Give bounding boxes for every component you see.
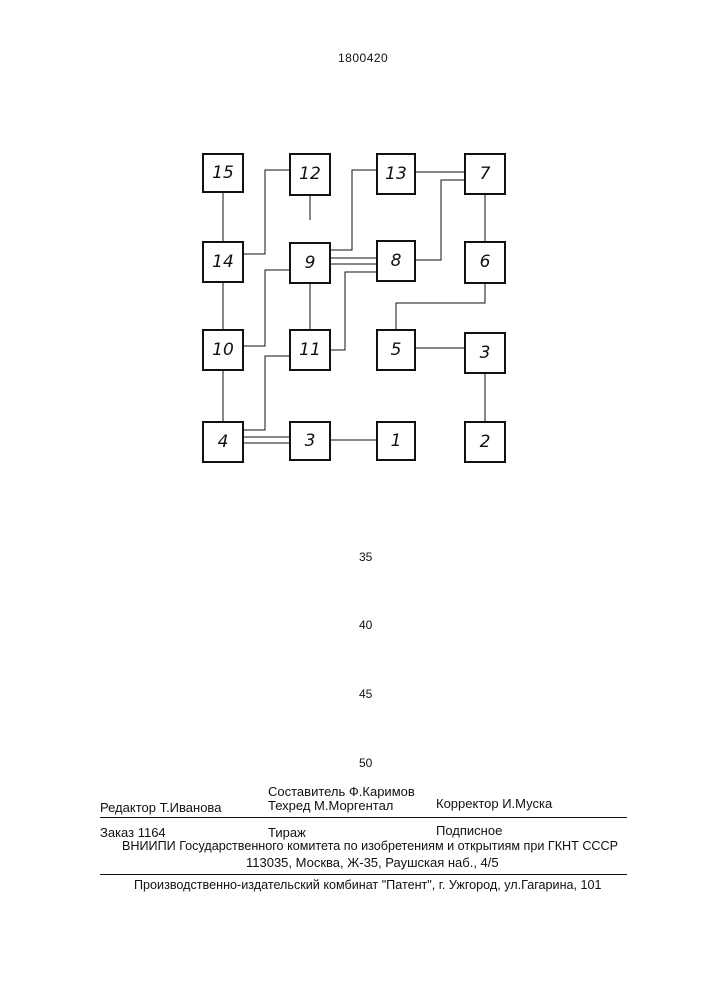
block-6: 6 (465, 242, 505, 283)
line-number: 45 (359, 688, 372, 700)
wire-9-13 (330, 170, 377, 250)
block-14: 14 (203, 242, 243, 282)
svg-text:6: 6 (480, 252, 491, 272)
svg-text:9: 9 (305, 253, 316, 273)
block-1: 1 (377, 422, 415, 460)
block-3-right: 3 (465, 333, 505, 373)
block-10: 10 (203, 330, 243, 370)
order-number: Заказ 1164 (100, 826, 166, 839)
svg-text:8: 8 (391, 251, 402, 271)
wire-14-12 (243, 170, 290, 254)
address-line: 113035, Москва, Ж-35, Раушская наб., 4/5 (246, 856, 499, 869)
compiler-credit: Составитель Ф.Каримов (268, 785, 415, 798)
wire-4-11 (243, 356, 290, 430)
publisher-line: Производственно-издательский комбинат "П… (134, 879, 602, 892)
block-13: 13 (377, 154, 415, 194)
blocks: 15 12 13 7 14 9 8 6 10 11 5 3 4 3 1 2 (203, 154, 505, 462)
divider (100, 874, 627, 875)
subscription-label: Подписное (436, 824, 502, 837)
line-number: 40 (359, 619, 372, 631)
editor-credit: Редактор Т.Иванова (100, 801, 221, 814)
svg-text:12: 12 (299, 164, 321, 184)
wire-8-7 (415, 180, 465, 260)
connection-lines (223, 170, 485, 443)
svg-text:7: 7 (480, 164, 491, 184)
wire-10-9 (243, 270, 290, 346)
block-15: 15 (203, 154, 243, 192)
block-7: 7 (465, 154, 505, 194)
block-3-bottom: 3 (290, 422, 330, 460)
svg-text:1: 1 (391, 431, 402, 451)
wire-11-8 (330, 272, 377, 350)
svg-text:10: 10 (212, 340, 234, 360)
svg-text:3: 3 (305, 431, 316, 451)
block-12: 12 (290, 154, 330, 195)
block-9: 9 (290, 243, 330, 283)
svg-text:11: 11 (299, 340, 321, 360)
block-2: 2 (465, 422, 505, 462)
svg-text:14: 14 (212, 252, 234, 272)
svg-text:2: 2 (480, 432, 491, 452)
line-number: 50 (359, 757, 372, 769)
block-5: 5 (377, 330, 415, 370)
wire-6-5 (396, 283, 485, 330)
svg-text:15: 15 (212, 163, 234, 183)
divider (100, 817, 627, 818)
svg-text:4: 4 (218, 432, 229, 452)
block-4: 4 (203, 422, 243, 462)
block-11: 11 (290, 330, 330, 370)
block-8: 8 (377, 241, 415, 281)
svg-text:5: 5 (391, 340, 402, 360)
corrector-credit: Корректор И.Муска (436, 797, 552, 810)
svg-text:13: 13 (385, 164, 407, 184)
circulation-label: Тираж (268, 826, 306, 839)
institute-line: ВНИИПИ Государственного комитета по изоб… (122, 840, 618, 853)
line-number: 35 (359, 551, 372, 563)
svg-text:3: 3 (480, 343, 491, 363)
techred-credit: Техред М.Моргентал (268, 799, 393, 812)
